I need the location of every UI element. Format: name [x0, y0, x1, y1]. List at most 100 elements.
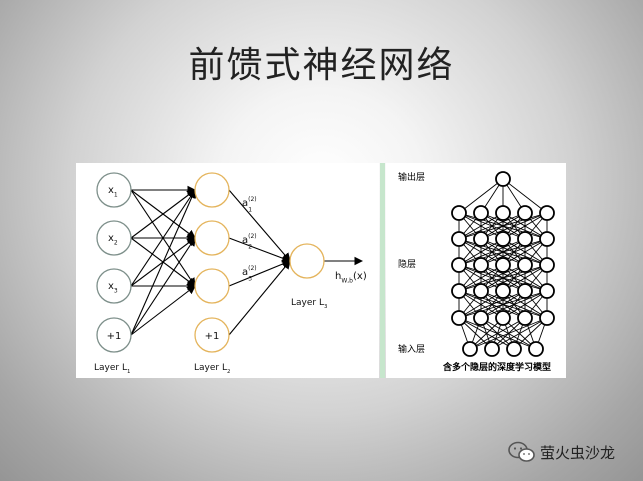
deep-edge — [458, 212, 548, 240]
deep-node — [495, 283, 511, 299]
layer-label: Layer L3 — [291, 298, 327, 310]
edge-input-hidden — [130, 189, 196, 239]
deep-edge — [502, 238, 548, 266]
input-node-label: x3 — [108, 281, 118, 295]
deep-node — [473, 283, 489, 299]
deep-node — [451, 231, 467, 247]
deep-edge — [458, 212, 526, 240]
deep-edge — [458, 238, 504, 266]
hypothesis-label: hW,b(x) — [335, 271, 367, 285]
deep-edge — [458, 264, 504, 292]
deep-node — [451, 205, 467, 221]
input-node — [96, 220, 132, 256]
deep-node — [451, 283, 467, 299]
deep-node — [539, 310, 555, 326]
input-node — [96, 172, 132, 208]
deep-edge — [502, 290, 548, 319]
deep-node — [473, 257, 489, 273]
deep-edge — [480, 264, 548, 292]
hidden-node — [194, 220, 230, 256]
deep-edge — [458, 264, 526, 292]
activation-label: a(2)3 — [242, 265, 257, 283]
deep-node — [528, 341, 544, 357]
deep-node — [517, 257, 533, 273]
deep-node — [539, 257, 555, 273]
activation-label: a(2)2 — [242, 233, 257, 251]
input-layer-label: 输入层 — [398, 343, 425, 355]
panel-divider — [380, 163, 385, 378]
deep-edge — [458, 264, 548, 292]
deep-node — [495, 231, 511, 247]
feedforward-network-panel: x1 x2 x3 +1 +1 a(2)1 a(2)2 a(2)3 hW,b(x) Layer L1… — [76, 163, 379, 378]
deep-edge — [458, 290, 526, 319]
deep-network-panel: 输出层 隐层 输入层 含多个隐层的深度学习模型 — [386, 163, 566, 378]
hidden-node — [194, 268, 230, 304]
deep-edge — [480, 212, 548, 240]
edge-input-hidden — [130, 189, 196, 287]
slide-title: 前馈式神经网络 — [188, 45, 455, 86]
deep-edge — [458, 317, 537, 350]
hidden-node — [194, 317, 230, 353]
layer-label: Layer L2 — [194, 363, 230, 375]
deep-network-nodes — [451, 171, 555, 357]
deep-node — [484, 341, 500, 357]
feedforward-network-diagram: x1 x2 x3 +1 +1 a(2)1 a(2)2 a(2)3 hW,b(x) Layer L1… — [94, 172, 367, 375]
deep-edge — [458, 290, 504, 319]
deep-edge — [480, 238, 548, 266]
hidden-bias-label: +1 — [205, 331, 220, 342]
input-node-label: x2 — [108, 233, 118, 247]
deep-node — [495, 310, 511, 326]
edge-input-hidden — [130, 188, 196, 336]
edge-input-hidden — [130, 285, 196, 336]
deep-edge — [458, 238, 526, 266]
network-edges — [130, 185, 364, 336]
wechat-icon — [508, 441, 535, 462]
deep-node — [506, 341, 522, 357]
hidden-node — [194, 172, 230, 208]
edge-input-hidden — [130, 237, 196, 336]
watermark-text: 萤火虫沙龙 — [539, 443, 615, 462]
input-node — [96, 317, 132, 353]
deep-edge — [502, 212, 548, 240]
deep-node — [517, 310, 533, 326]
deep-node — [495, 205, 511, 221]
deep-edge — [502, 178, 548, 214]
hidden-layer-label: 隐层 — [398, 258, 416, 270]
deep-node — [495, 257, 511, 273]
edge-hidden-output — [228, 260, 291, 336]
input-bias-label: +1 — [107, 331, 122, 342]
deep-model-caption: 含多个隐层的深度学习模型 — [442, 361, 551, 373]
input-node — [96, 268, 132, 304]
deep-edge — [458, 212, 504, 240]
deep-node — [517, 205, 533, 221]
layer-label: Layer L1 — [94, 363, 130, 375]
deep-node — [451, 310, 467, 326]
deep-node — [539, 205, 555, 221]
output-node — [289, 243, 325, 279]
deep-edge — [480, 290, 548, 319]
deep-node — [451, 257, 467, 273]
deep-node — [462, 341, 478, 357]
deep-node — [473, 310, 489, 326]
activation-label: a(2)1 — [242, 196, 257, 214]
deep-node — [517, 283, 533, 299]
deep-node — [517, 231, 533, 247]
deep-node — [473, 231, 489, 247]
deep-edge — [458, 238, 548, 266]
deep-node — [539, 231, 555, 247]
deep-edge — [480, 317, 537, 350]
network-nodes — [96, 172, 325, 353]
deep-edge — [458, 178, 504, 214]
output-layer-label: 输出层 — [398, 171, 425, 183]
edge-hidden-output — [228, 237, 292, 263]
deep-edge — [502, 264, 548, 292]
deep-node — [539, 283, 555, 299]
network-labels: x1 x2 x3 +1 +1 a(2)1 a(2)2 a(2)3 hW,b(x) Layer L1… — [94, 185, 367, 375]
deep-edge — [458, 317, 515, 350]
edge-hidden-output — [228, 189, 291, 262]
watermark: 萤火虫沙龙 — [508, 441, 615, 463]
deep-node — [473, 205, 489, 221]
deep-edge — [458, 290, 548, 319]
input-node-label: x1 — [108, 185, 118, 199]
deep-node — [495, 171, 511, 187]
